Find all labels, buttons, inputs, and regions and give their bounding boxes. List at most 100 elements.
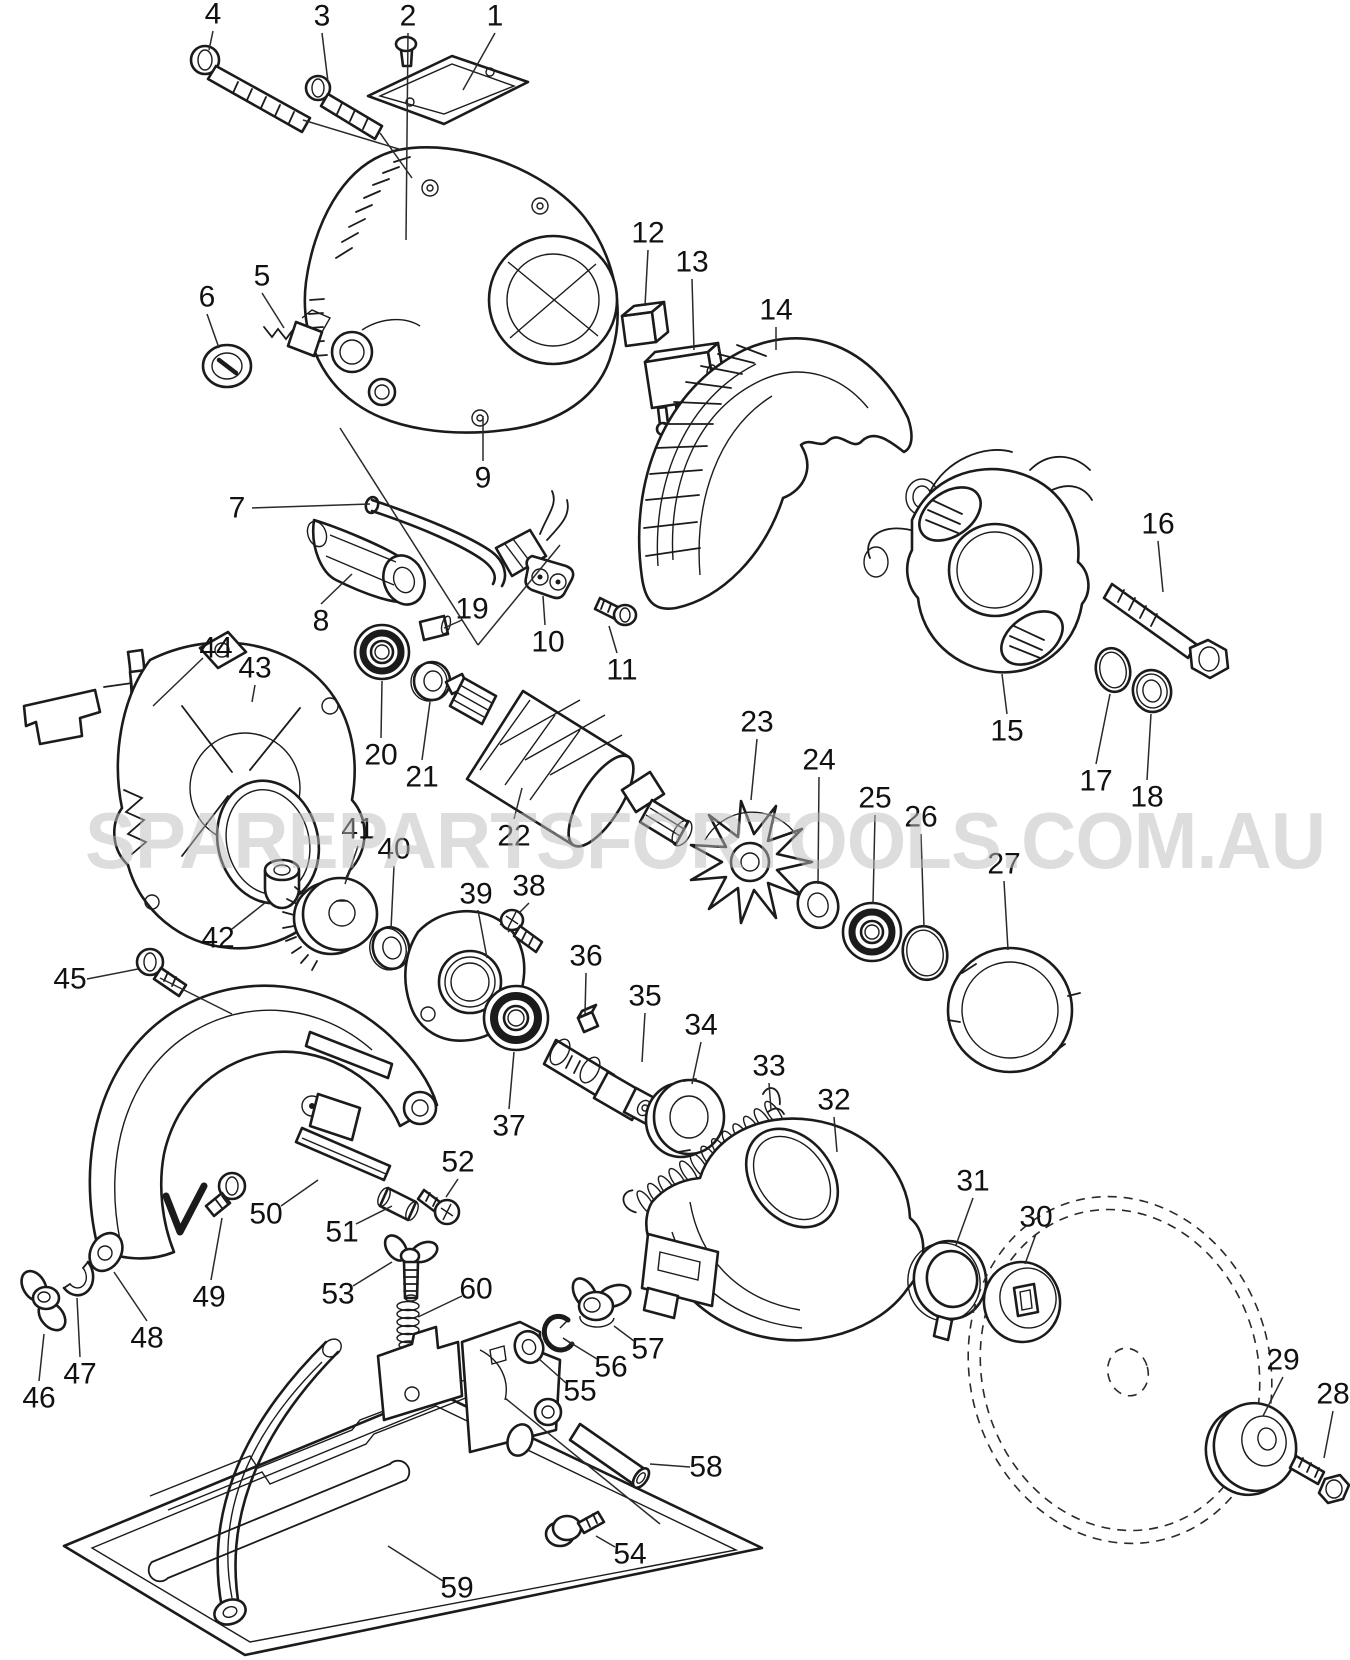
part-label-23: 23 xyxy=(740,706,773,739)
part-21-leader-line xyxy=(421,701,431,761)
part-45-leader-line xyxy=(86,968,139,980)
part-label-3: 3 xyxy=(314,0,331,33)
part-29-leader-line xyxy=(1262,1376,1284,1417)
part-16-bolt xyxy=(1102,582,1230,680)
part-4-bolt xyxy=(189,44,312,134)
part-label-41: 41 xyxy=(341,813,374,846)
part-48-blade-case xyxy=(88,984,439,1273)
assembly-line-5 xyxy=(504,1397,661,1525)
assembly-line-2 xyxy=(379,132,413,179)
part-48-leader-line xyxy=(113,1271,148,1322)
part-60-leader-line xyxy=(417,1295,463,1318)
watermark-text: SPAREPARTSFORTOOLS.COM.AU xyxy=(85,796,1325,885)
part-35-leader-line xyxy=(641,1012,646,1063)
part-53-wing-bolt xyxy=(383,1234,439,1302)
part-39-leader-line xyxy=(477,909,488,959)
saw-blade-dashed xyxy=(967,1195,1273,1545)
part-label-7: 7 xyxy=(229,492,246,525)
part-52-screw xyxy=(416,1188,461,1226)
part-label-22: 22 xyxy=(497,820,530,853)
part-41-gear xyxy=(282,876,379,971)
part-label-18: 18 xyxy=(1130,781,1163,814)
part-32-safety-cover xyxy=(640,1107,925,1342)
part-label-40: 40 xyxy=(377,833,410,866)
part-33-leader-line xyxy=(768,1082,772,1111)
part-38-leader-line xyxy=(518,902,530,914)
part-15-leader-line xyxy=(1001,673,1008,715)
part-label-27: 27 xyxy=(987,848,1020,881)
part-label-54: 54 xyxy=(613,1538,646,1571)
part-56-e-ring xyxy=(541,1313,575,1353)
part-25-leader-line xyxy=(872,814,876,905)
part-19-pin xyxy=(418,614,452,642)
part-12-leader-line xyxy=(644,249,649,307)
assembly-line-1 xyxy=(302,119,403,151)
part-56-leader-line xyxy=(565,1339,598,1360)
assembly-line-3 xyxy=(339,427,479,646)
part-28-leader-line xyxy=(1323,1410,1334,1459)
part-label-9: 9 xyxy=(475,462,492,495)
part-30-leader-line xyxy=(1024,1233,1037,1265)
part-50-leader-line xyxy=(280,1179,319,1207)
part-13-leader-line xyxy=(691,278,695,351)
part-label-39: 39 xyxy=(459,878,492,911)
part-label-5: 5 xyxy=(254,260,271,293)
part-19-leader-line xyxy=(443,619,463,629)
assembly-line-4 xyxy=(477,544,561,646)
part-20-bearing xyxy=(353,623,411,681)
part-30-inner-flange xyxy=(982,1260,1062,1344)
part-8-leader-line xyxy=(320,573,353,605)
part-label-33: 33 xyxy=(752,1050,785,1083)
part-label-6: 6 xyxy=(199,281,216,314)
part-59-leader-line xyxy=(387,1545,444,1582)
part-label-60: 60 xyxy=(459,1273,492,1306)
part-42-leader-line xyxy=(231,901,267,930)
part-18-leader-line xyxy=(1146,713,1152,781)
part-41-leader-line xyxy=(344,845,359,885)
part-37-bearing xyxy=(482,984,550,1052)
part-label-12: 12 xyxy=(631,217,664,250)
part-label-38: 38 xyxy=(512,870,545,903)
part-40-leader-line xyxy=(390,865,395,930)
part-2-screw xyxy=(394,35,418,68)
part-label-24: 24 xyxy=(802,744,835,777)
part-17-leader-line xyxy=(1095,693,1111,765)
part-54-leader-line xyxy=(595,1535,616,1548)
part-43-leader-line xyxy=(251,684,256,703)
part-31-leader-line xyxy=(955,1197,974,1246)
part-47-leader-line xyxy=(76,1297,81,1358)
part-3-bolt xyxy=(304,74,384,141)
part-8-cord-guard xyxy=(306,518,426,606)
part-23-leader-line xyxy=(750,738,758,801)
part-label-15: 15 xyxy=(990,715,1023,748)
part-53-leader-line xyxy=(352,1261,393,1287)
part-label-10: 10 xyxy=(531,626,564,659)
part-54-screw xyxy=(544,1510,606,1548)
part-18-washer xyxy=(1131,668,1173,714)
part-label-19: 19 xyxy=(455,593,488,626)
part-21-spacer xyxy=(410,660,452,702)
part-52-leader-line xyxy=(445,1178,459,1198)
part-27-leader-line xyxy=(1003,880,1009,951)
part-label-26: 26 xyxy=(904,801,937,834)
part-38-screw xyxy=(499,908,544,954)
part-label-43: 43 xyxy=(238,652,271,685)
part-34-leader-line xyxy=(691,1041,702,1085)
part-label-30: 30 xyxy=(1019,1201,1052,1234)
part-22-leader-line xyxy=(513,787,523,820)
part-24-washer xyxy=(796,880,840,930)
part-4-leader-line xyxy=(208,30,214,51)
part-45-screw xyxy=(135,947,188,998)
part-label-16: 16 xyxy=(1141,508,1174,541)
part-10-leader-line xyxy=(542,595,546,626)
part-label-50: 50 xyxy=(249,1198,282,1231)
part-25-bearing xyxy=(841,901,903,963)
part-label-48: 48 xyxy=(130,1322,163,1355)
part-1-leader-line xyxy=(462,32,496,91)
part-40-washer xyxy=(369,925,411,971)
part-26-leader-line xyxy=(920,833,925,928)
part-10-cord-clamp xyxy=(524,554,575,600)
part-51-pin xyxy=(377,1186,419,1222)
part-59-base-assembly xyxy=(62,1320,764,1657)
